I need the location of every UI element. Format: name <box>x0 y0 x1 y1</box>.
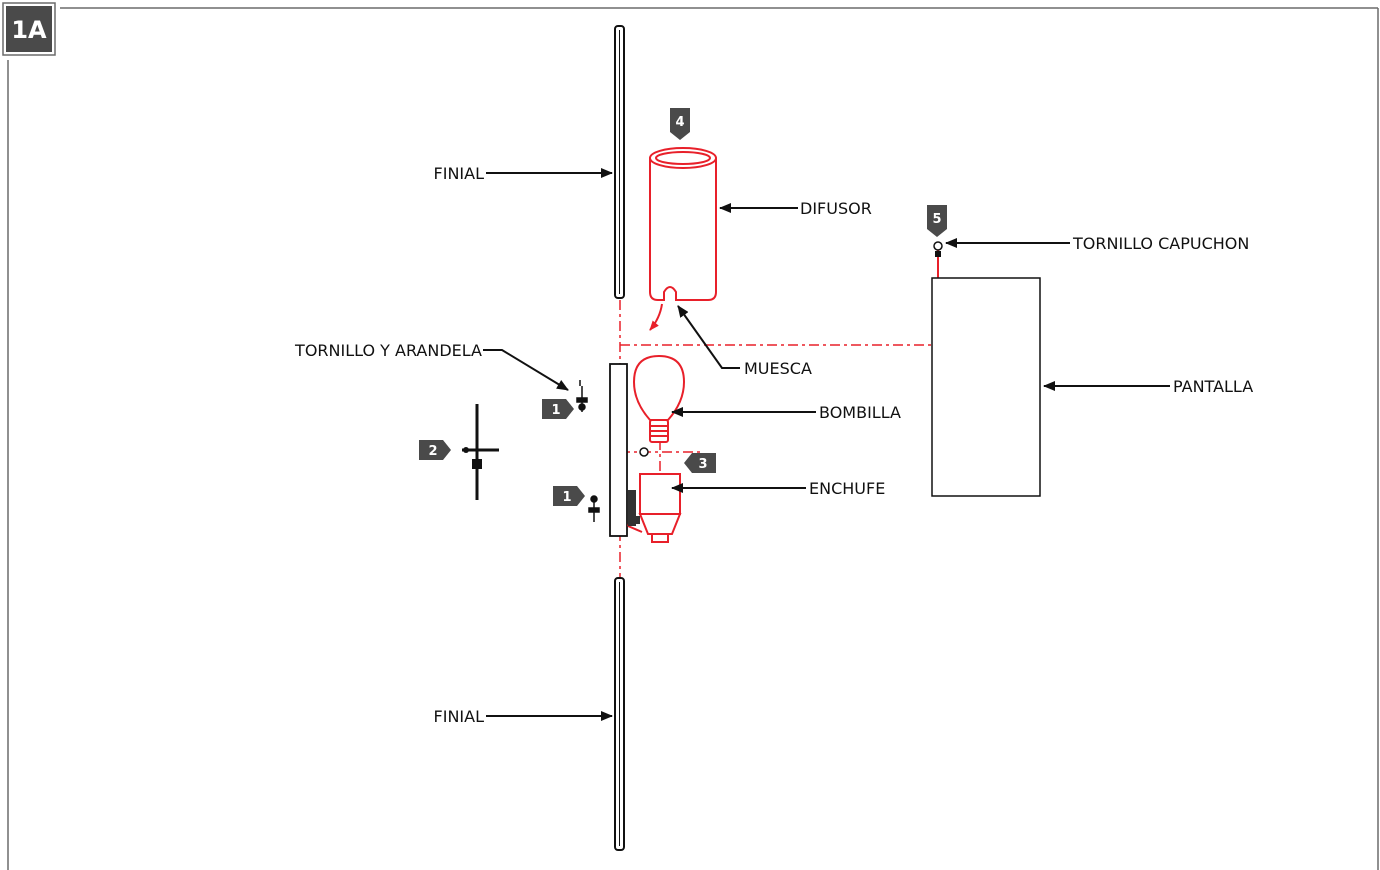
label-tornillo-capuchon: TORNILLO CAPUCHON <box>1072 234 1249 253</box>
svg-text:1: 1 <box>562 490 571 505</box>
cap-screw <box>933 241 943 278</box>
rotation-arrow <box>649 303 663 331</box>
step-badge-2: 2 <box>419 440 451 460</box>
bulb <box>632 354 686 443</box>
step-badge-1-bottom: 1 <box>553 486 585 506</box>
finial-bottom <box>614 577 625 851</box>
label-enchufe: ENCHUFE <box>809 479 885 498</box>
svg-text:2: 2 <box>428 444 437 459</box>
label-difusor: DIFUSOR <box>800 199 872 218</box>
step-badge-5: 5 <box>927 205 947 237</box>
step-badge-4: 4 <box>670 108 690 140</box>
figure-id: 1A <box>11 16 47 44</box>
screw-washer-bottom <box>588 495 600 522</box>
label-pantalla: PANTALLA <box>1173 377 1253 396</box>
svg-text:1: 1 <box>551 403 560 418</box>
svg-text:3: 3 <box>698 457 707 472</box>
screw-washer-top <box>576 380 588 412</box>
step-badge-1-top: 1 <box>542 399 574 419</box>
wall-plate <box>609 363 628 537</box>
label-bombilla: BOMBILLA <box>819 403 901 422</box>
svg-text:5: 5 <box>932 212 941 227</box>
figure-id-badge: 1A <box>2 2 56 56</box>
plate-hole <box>639 447 649 457</box>
finial-top <box>614 25 625 299</box>
step-badge-3: 3 <box>684 453 716 473</box>
cross-bracket <box>462 404 499 500</box>
leader-lines <box>483 168 1170 721</box>
socket <box>627 473 682 543</box>
bracket-arm <box>628 490 640 526</box>
diffuser <box>649 147 717 301</box>
label-finial-bottom: FINIAL <box>434 707 485 726</box>
shade <box>931 277 1041 497</box>
label-muesca: MUESCA <box>744 359 812 378</box>
label-finial-top: FINIAL <box>434 164 485 183</box>
page-frame <box>7 7 1379 870</box>
svg-text:4: 4 <box>675 115 684 130</box>
label-tornillo-arandela: TORNILLO Y ARANDELA <box>294 341 482 360</box>
